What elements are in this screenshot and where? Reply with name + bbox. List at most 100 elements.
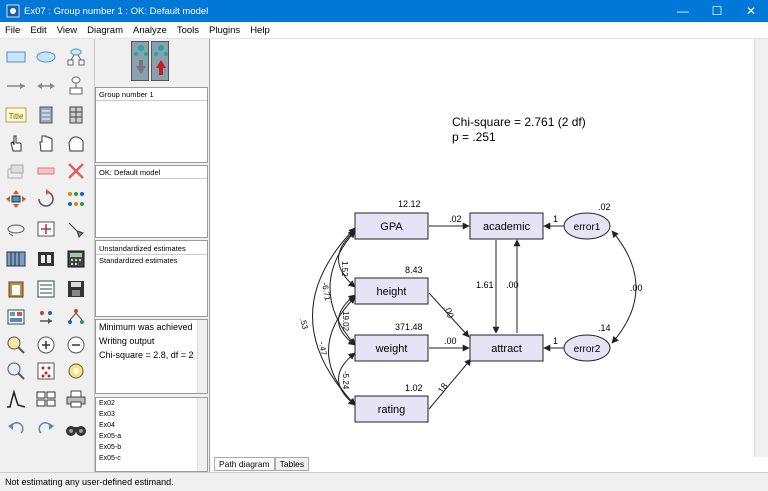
view-input-icon[interactable] bbox=[131, 41, 149, 81]
maximize-button[interactable]: ☐ bbox=[711, 4, 723, 18]
redo-icon[interactable] bbox=[33, 417, 59, 441]
select-one-icon[interactable] bbox=[3, 131, 29, 155]
draw-unobserved-icon[interactable] bbox=[33, 45, 59, 69]
rating-variance: 1.02 bbox=[405, 383, 423, 393]
draw-path-icon[interactable] bbox=[3, 74, 29, 98]
canvas-vertical-scrollbar[interactable] bbox=[754, 39, 768, 457]
file-item[interactable]: Ex05-a bbox=[99, 433, 122, 440]
file-item[interactable]: Ex05-c bbox=[99, 455, 121, 462]
height-rating-cov: -.47 bbox=[317, 341, 328, 357]
print-icon[interactable] bbox=[63, 387, 89, 411]
title-bar: Ex07 : Group number 1 : OK: Default mode… bbox=[0, 0, 768, 22]
error1-path-weight: 1 bbox=[553, 214, 558, 224]
group-item[interactable]: Group number 1 bbox=[96, 88, 207, 101]
tab-tables[interactable]: Tables bbox=[274, 457, 310, 471]
message-line: Chi-square = 2.8, df = 2 bbox=[99, 350, 194, 360]
rating-box bbox=[354, 395, 429, 423]
resize-icon[interactable] bbox=[3, 217, 29, 241]
menu-file[interactable]: File bbox=[5, 24, 21, 36]
model-item[interactable]: OK: Default model bbox=[96, 166, 207, 179]
weight-label: weight bbox=[375, 343, 408, 355]
diagram-canvas[interactable]: Chi-square = 2.761 (2 df) p = .251 GPA 1… bbox=[209, 39, 768, 472]
files-scrollbar[interactable] bbox=[197, 398, 207, 471]
calculate-estimates-icon[interactable] bbox=[63, 247, 89, 271]
list-dataset-icon[interactable] bbox=[63, 103, 89, 127]
file-item[interactable]: Ex04 bbox=[99, 422, 115, 429]
amos-app-icon[interactable] bbox=[6, 4, 20, 18]
weight-box bbox=[354, 334, 429, 362]
academic-attract-coef: 1.61 bbox=[476, 280, 494, 290]
file-item[interactable]: Ex03 bbox=[99, 411, 115, 418]
menu-diagram[interactable]: Diagram bbox=[87, 24, 124, 36]
message-line: Writing output bbox=[99, 336, 155, 346]
message-line: Minimum was achieved bbox=[99, 322, 193, 332]
move-icon[interactable] bbox=[33, 159, 59, 183]
menu-plugins[interactable]: Plugins bbox=[209, 24, 241, 36]
bayesian-icon[interactable] bbox=[3, 387, 29, 411]
copy-to-clipboard-icon[interactable] bbox=[3, 277, 29, 301]
move-parameter-icon[interactable] bbox=[3, 187, 29, 211]
menu-tools[interactable]: Tools bbox=[176, 24, 200, 36]
view-text-icon[interactable] bbox=[33, 277, 59, 301]
fit-page-icon[interactable] bbox=[33, 359, 59, 383]
p-value-text: p = .251 bbox=[452, 130, 496, 144]
scroll-icon[interactable] bbox=[33, 217, 59, 241]
specification-search-icon[interactable] bbox=[63, 417, 89, 441]
attract-box bbox=[469, 334, 544, 362]
zoom-in-icon[interactable] bbox=[33, 333, 59, 357]
reflect-indicators-icon[interactable] bbox=[63, 187, 89, 211]
minimize-button[interactable]: — bbox=[677, 4, 689, 18]
data-files-icon[interactable] bbox=[3, 247, 29, 271]
weight-rating-cov: -5.24 bbox=[341, 371, 350, 390]
draw-observed-icon[interactable] bbox=[3, 45, 29, 69]
duplicate-icon[interactable] bbox=[3, 159, 29, 183]
view-output-icon[interactable] bbox=[151, 41, 169, 81]
zoom-out-icon[interactable] bbox=[63, 333, 89, 357]
height-label: height bbox=[377, 286, 407, 298]
loupe-icon[interactable] bbox=[63, 359, 89, 383]
error2-variance: .14 bbox=[598, 323, 611, 333]
tab-path-diagram[interactable]: Path diagram bbox=[214, 457, 275, 471]
menu-view[interactable]: View bbox=[56, 24, 78, 36]
draw-covariance-icon[interactable] bbox=[33, 74, 59, 98]
error2-path-weight: 1 bbox=[553, 336, 558, 346]
unique-variable-icon[interactable] bbox=[63, 74, 89, 98]
drag-properties-icon[interactable] bbox=[33, 305, 59, 329]
menu-help[interactable]: Help bbox=[250, 24, 270, 36]
zoom-page-icon[interactable] bbox=[3, 359, 29, 383]
object-properties-icon[interactable] bbox=[3, 305, 29, 329]
close-button[interactable]: ✕ bbox=[745, 4, 757, 18]
title-icon[interactable]: Title bbox=[3, 103, 29, 127]
height-variance: 8.43 bbox=[405, 265, 423, 275]
title-tool-label: Title bbox=[9, 112, 24, 121]
academic-box bbox=[469, 212, 544, 240]
gpa-rating-cov: .53 bbox=[298, 317, 310, 331]
list-variables-icon[interactable] bbox=[33, 103, 59, 127]
standardized-option[interactable]: Standardized estimates bbox=[96, 254, 207, 266]
draw-latent-icon[interactable] bbox=[63, 45, 89, 69]
touch-up-icon[interactable] bbox=[63, 217, 89, 241]
path-rating-attract bbox=[428, 358, 472, 410]
file-item[interactable]: Ex02 bbox=[99, 400, 115, 407]
save-icon[interactable] bbox=[63, 277, 89, 301]
analysis-properties-icon[interactable] bbox=[33, 247, 59, 271]
multiple-group-icon[interactable] bbox=[33, 387, 59, 411]
menu-analyze[interactable]: Analyze bbox=[133, 24, 167, 36]
preserve-symmetries-icon[interactable] bbox=[63, 305, 89, 329]
erase-icon[interactable] bbox=[63, 159, 89, 183]
rotate-icon[interactable] bbox=[33, 187, 59, 211]
view-tabs: Path diagram Tables bbox=[214, 457, 310, 471]
undo-icon[interactable] bbox=[3, 417, 29, 441]
weight-variance: 371.48 bbox=[395, 322, 423, 332]
select-all-icon[interactable] bbox=[33, 131, 59, 155]
path-diagram: Chi-square = 2.761 (2 df) p = .251 GPA 1… bbox=[298, 115, 643, 423]
menu-edit[interactable]: Edit bbox=[30, 24, 47, 36]
messages-scrollbar[interactable] bbox=[197, 320, 207, 393]
unstandardized-option[interactable]: Unstandardized estimates bbox=[99, 244, 186, 253]
zoom-in-area-icon[interactable] bbox=[3, 333, 29, 357]
covariance-gpa-weight bbox=[329, 230, 356, 346]
deselect-all-icon[interactable] bbox=[63, 131, 89, 155]
file-item[interactable]: Ex05-b bbox=[99, 444, 122, 451]
error1-variance: .02 bbox=[598, 202, 611, 212]
error-covariance-coef: .00 bbox=[630, 283, 643, 293]
